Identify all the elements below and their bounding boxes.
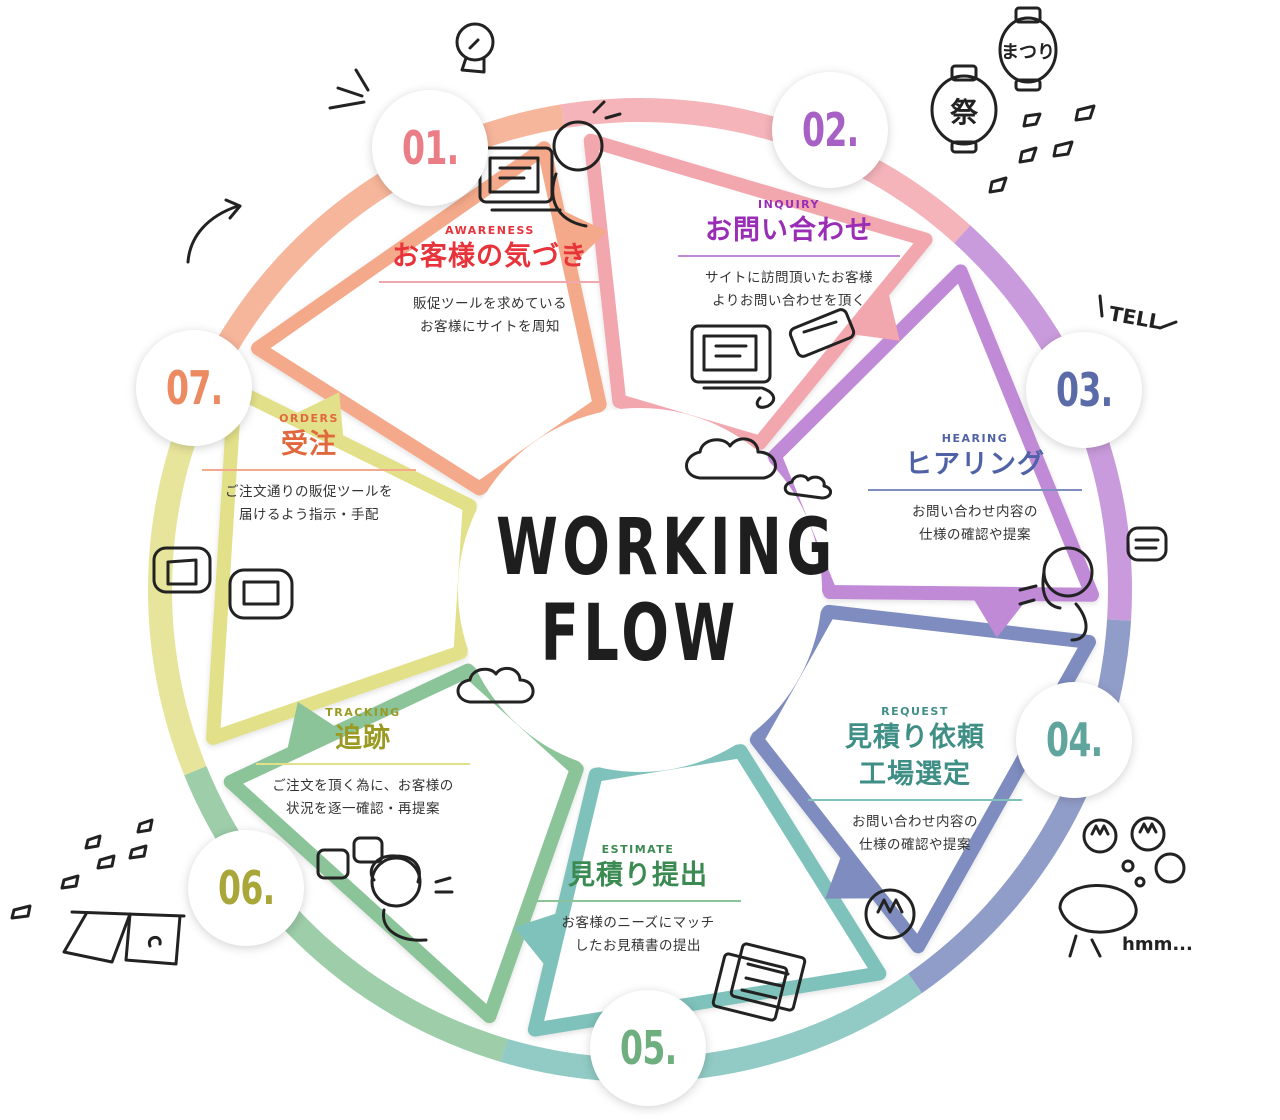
tell-label: TELL [1107,301,1163,334]
step-desc-line2: 状況を逐一確認・再提案 [286,800,440,817]
step-divider [808,799,1022,801]
step-number-badge-07: 07. [136,330,252,446]
cloud-icon [456,437,832,704]
flow-arrow-5 [287,701,336,748]
step-number-badge-03: 03. [1026,332,1142,448]
ring-segment-1 [560,98,971,244]
step-desc-line1: お客様のニーズにマッチ [561,914,715,931]
ring-segment-5 [184,766,508,1062]
step-divider [678,255,900,257]
tell-marks-icon [1098,294,1178,330]
step-desc-line1: サイトに訪問頂いたお客様 [705,269,873,286]
step-03-hearing: HEARING ヒアリング お問い合わせ内容の 仕様の確認や提案 [850,432,1100,547]
step-06-tracking: TRACKING 追跡 ご注文を頂く為に、お客様の 状況を逐一確認・再提案 [238,706,488,821]
step-divider [868,489,1082,491]
center-title-line2: FLOW [540,589,740,679]
step-desc-line1: ご注文を頂く為に、お客様の [272,777,454,794]
center-title: WORKING FLOW [496,503,837,679]
step-number-badge-01: 01. [372,90,488,206]
lightbulb-icon [455,22,495,74]
ring-segment-6 [148,349,232,776]
lantern-icon [930,6,1058,154]
step-title: 受注 [281,429,337,460]
step-title: 見積り依頼 [845,722,985,753]
phone-woman-icon [1018,526,1168,642]
step-divider [535,900,741,902]
step-en-label: TRACKING [325,706,401,719]
step-number-badge-06: 06. [188,830,304,946]
excite-lines-icon [328,68,370,110]
step-number-badge-05: 05. [590,990,706,1106]
lantern-text-matsuri: まつり [1001,42,1055,63]
noren-curtain-icon [10,818,186,966]
step-title: お問い合わせ [705,215,873,246]
ring-segment-3 [908,619,1132,994]
step-desc-line2: お客様にサイトを周知 [420,318,560,335]
ring-segment-4 [500,973,922,1082]
step-number-badge-02: 02. [772,72,888,188]
step-desc-line1: お問い合わせ内容の [912,503,1038,520]
step-07-orders: ORDERS 受注 ご注文通りの販促ツールを 届けるよう指示・手配 [184,412,434,527]
step-title: ヒアリング [905,449,1045,480]
confetti-icon [988,104,1096,194]
step-en-label: REQUEST [881,705,949,718]
step-divider [256,763,470,765]
lantern-text-matsuri-kanji: 祭 [950,96,979,129]
step-en-label: AWARENESS [445,224,535,237]
step-desc-line2: したお見積書の提出 [575,937,701,954]
step-02-inquiry: INQUIRY お問い合わせ サイトに訪問頂いたお客様 よりお問い合わせを頂く [664,198,914,313]
step-desc-line2: 届けるよう指示・手配 [239,506,379,523]
flow-arrows [287,211,1026,964]
ring-segment-7 [211,104,565,361]
step-05-estimate: ESTIMATE 見積り提出 お客様のニーズにマッチ したお見積書の提出 [513,843,763,958]
step-desc-line2: 仕様の確認や提案 [859,836,971,853]
documents-icon [711,942,807,1022]
step-01-awareness: AWARENESS お客様の気づき 販促ツールを求めている お客様にサイトを周知 [365,224,615,339]
step-04-request: REQUEST 見積り依頼 工場選定 お問い合わせ内容の 仕様の確認や提案 [790,705,1040,857]
step-title: 追跡 [335,723,391,754]
center-disc [458,408,822,772]
operator-woman-icon [316,836,454,942]
monitor-phone-icon [690,308,856,409]
step-en-label: INQUIRY [757,198,820,211]
step-desc-line2: よりお問い合わせを頂く [712,292,866,309]
step-divider [202,469,416,471]
thinking-man-icon [864,816,1186,958]
box-laptop-icon [152,546,294,620]
step-number-badge-04: 04. [1016,682,1132,798]
step-en-label: ESTIMATE [601,843,675,856]
flow-arrow-3 [825,856,873,899]
flow-arrow-1 [855,295,900,341]
step-divider [379,281,601,283]
flow-arrow-2 [973,599,1026,638]
step-en-label: ORDERS [279,412,339,425]
flow-arrow-4 [514,913,557,964]
step-desc-line1: ご注文通りの販促ツールを [225,483,393,500]
step-en-label: HEARING [941,432,1009,445]
step-desc-line1: お問い合わせ内容の [852,813,978,830]
step-desc-line1: 販促ツールを求めている [413,295,567,312]
step-title-line2: 工場選定 [859,759,971,790]
curved-arrow-icon [186,198,242,264]
hmm-label: hmm... [1122,934,1193,955]
step-title: 見積り提出 [568,860,708,891]
step-title: お客様の気づき [392,241,588,272]
step-desc-line2: 仕様の確認や提案 [919,526,1031,543]
center-title-line1: WORKING [496,503,837,593]
flow-arrow-6 [297,392,344,437]
